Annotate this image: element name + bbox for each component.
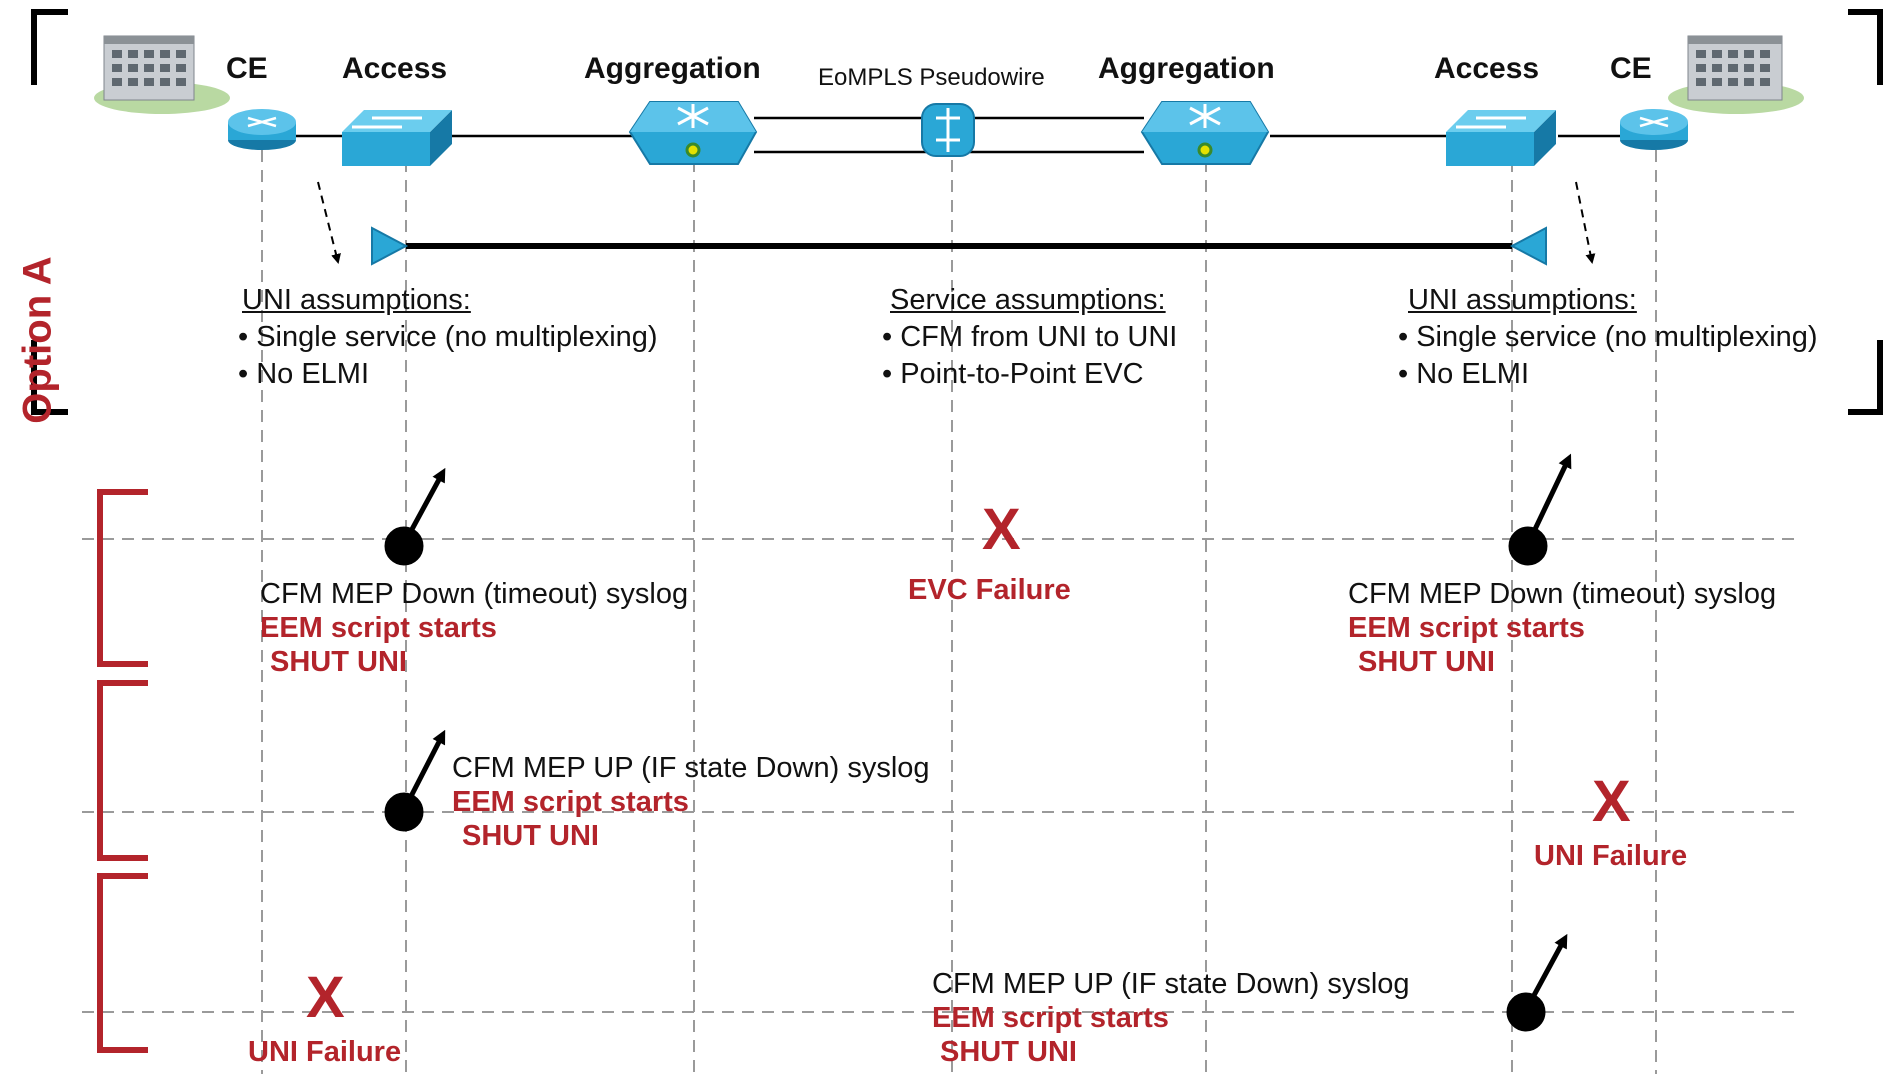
option-a-bracket bbox=[31, 9, 1883, 415]
vertical-guide-lines bbox=[261, 150, 1657, 1074]
state-arrows bbox=[384, 453, 1572, 1032]
s1-left-shut: SHUT UNI bbox=[270, 646, 407, 678]
aggregation-left-icon bbox=[628, 101, 758, 165]
uni-failure-right-label: UNI Failure bbox=[1534, 840, 1688, 872]
uni-left-assumptions: UNI assumptions: • Single service (no mu… bbox=[238, 284, 658, 391]
service-title: Service assumptions: bbox=[890, 284, 1166, 316]
uni-failure-right-mark: X bbox=[1592, 769, 1631, 834]
uni-left-item: • No ELMI bbox=[238, 358, 370, 390]
s3-eem: EEM script starts bbox=[932, 1002, 1169, 1034]
option-a-label: Option A bbox=[15, 256, 60, 424]
ce-left-label: CE bbox=[226, 52, 268, 85]
uni-failure-left-label: UNI Failure bbox=[248, 1036, 402, 1068]
s1-left-eem: EEM script starts bbox=[260, 612, 497, 644]
aggregation-right-icon bbox=[1140, 101, 1270, 165]
evc-failure-label: EVC Failure bbox=[908, 574, 1071, 606]
s1-right-eem: EEM script starts bbox=[1348, 612, 1585, 644]
s3-syslog: CFM MEP UP (IF state Down) syslog bbox=[932, 968, 1410, 1000]
building-right-icon bbox=[1668, 35, 1804, 114]
uni-left-item: • Single service (no multiplexing) bbox=[238, 321, 658, 353]
s3-shut: SHUT UNI bbox=[940, 1036, 1077, 1068]
evc-span bbox=[371, 226, 1547, 266]
access-left-switch-icon bbox=[342, 110, 452, 166]
service-assumptions: Service assumptions: • CFM from UNI to U… bbox=[882, 284, 1177, 391]
uni-left-title: UNI assumptions: bbox=[242, 284, 471, 316]
uni-right-title: UNI assumptions: bbox=[1408, 284, 1637, 316]
uni-right-item: • No ELMI bbox=[1398, 358, 1530, 390]
evc-failure-mark: X bbox=[982, 497, 1021, 562]
building-left-icon bbox=[94, 35, 230, 114]
pseudowire-label: EoMPLS Pseudowire bbox=[818, 64, 1045, 91]
ce-right-router-icon bbox=[1620, 109, 1688, 150]
scenario-brackets bbox=[97, 489, 148, 1053]
s1-right-shut: SHUT UNI bbox=[1358, 646, 1495, 678]
ce-left-router-icon bbox=[228, 109, 296, 150]
eompls-router-icon bbox=[921, 103, 975, 157]
s2-syslog: CFM MEP UP (IF state Down) syslog bbox=[452, 752, 930, 784]
aggregation-left-label: Aggregation bbox=[584, 52, 761, 85]
uni-failure-left-mark: X bbox=[306, 965, 345, 1030]
s2-eem: EEM script starts bbox=[452, 786, 689, 818]
ce-right-label: CE bbox=[1610, 52, 1652, 85]
access-left-label: Access bbox=[342, 52, 448, 85]
s2-shut: SHUT UNI bbox=[462, 820, 599, 852]
uni-right-item: • Single service (no multiplexing) bbox=[1398, 321, 1818, 353]
mep-right-triangle-icon bbox=[1509, 226, 1547, 266]
access-right-label: Access bbox=[1434, 52, 1540, 85]
access-right-switch-icon bbox=[1446, 110, 1556, 166]
service-item: • Point-to-Point EVC bbox=[882, 358, 1144, 390]
mep-left-triangle-icon bbox=[371, 226, 409, 266]
s1-left-syslog: CFM MEP Down (timeout) syslog bbox=[260, 578, 689, 610]
uni-pointer-arrows bbox=[317, 181, 1596, 264]
uni-right-assumptions: UNI assumptions: • Single service (no mu… bbox=[1398, 284, 1818, 391]
service-item: • CFM from UNI to UNI bbox=[882, 321, 1178, 353]
aggregation-right-label: Aggregation bbox=[1098, 52, 1275, 85]
s1-right-syslog: CFM MEP Down (timeout) syslog bbox=[1348, 578, 1777, 610]
